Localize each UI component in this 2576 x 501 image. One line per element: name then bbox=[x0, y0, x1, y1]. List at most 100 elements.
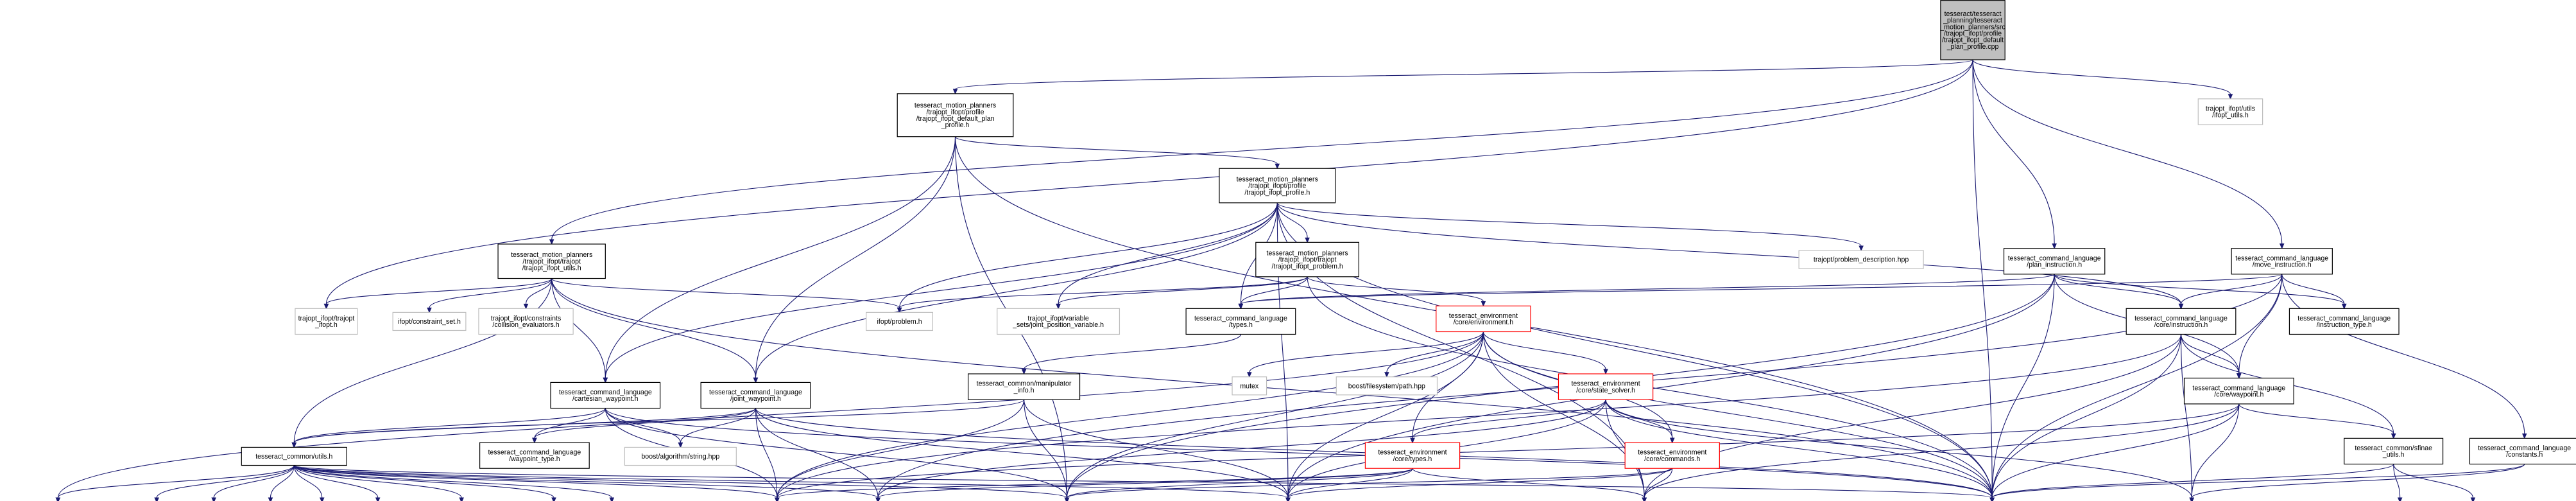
edge-line bbox=[2191, 403, 2240, 498]
dependency-edge bbox=[1021, 334, 1241, 375]
edge-line bbox=[1991, 464, 2525, 498]
node-box bbox=[1219, 168, 1336, 204]
dependency-edge bbox=[1064, 468, 1413, 501]
node-box bbox=[1364, 442, 1461, 469]
graph-node-root[interactable]: tesseract/tesseract_planning/tesseract_m… bbox=[1939, 0, 2005, 60]
dependency-edge bbox=[1384, 331, 1484, 378]
graph-node-core-instruction-h[interactable]: tesseract_command_language/core/instruct… bbox=[2125, 308, 2237, 335]
node-label-line: /plan_instruction.h bbox=[2027, 261, 2082, 268]
edge-line bbox=[877, 468, 1413, 498]
graph-node-utils-h[interactable]: tesseract_common/utils.h bbox=[241, 446, 347, 466]
graph-node-move-instruction-h[interactable]: tesseract_command_language/move_instruct… bbox=[2231, 248, 2333, 275]
edge-arrowhead bbox=[55, 497, 61, 501]
node-box bbox=[392, 312, 467, 331]
graph-node-profile-h[interactable]: tesseract_motion_planners/trajopt_ifopt/… bbox=[1219, 168, 1336, 204]
edge-line bbox=[899, 276, 1308, 308]
edge-line bbox=[534, 408, 756, 439]
node-box bbox=[700, 382, 811, 409]
edge-line bbox=[2180, 334, 2240, 374]
graph-node-trajopt-problem-h[interactable]: tesseract_motion_planners/trajopt_ifopt/… bbox=[1255, 242, 1359, 277]
graph-node-trajopt-ifopt-utils-h[interactable]: tesseract_motion_planners/trajopt_ifopt/… bbox=[497, 243, 606, 279]
graph-node-core-types-h[interactable]: tesseract_environment/core/types.h bbox=[1364, 442, 1461, 469]
dependency-edge bbox=[1989, 274, 2055, 501]
edge-line bbox=[1972, 59, 2055, 244]
dependency-edge bbox=[551, 278, 759, 383]
dependency-edge bbox=[1989, 403, 2240, 501]
graph-node-core-waypoint-h[interactable]: tesseract_command_language/core/waypoint… bbox=[2183, 378, 2294, 405]
node-label-line: tesseract_command_language bbox=[709, 389, 802, 396]
graph-node-types-h[interactable]: tesseract_command_language/types.h bbox=[1185, 308, 1296, 335]
edge-line bbox=[2180, 334, 2192, 498]
graph-node-ifopt-problem-ext[interactable]: ifopt/problem.h bbox=[866, 312, 934, 331]
node-box bbox=[1624, 442, 1720, 469]
edge-arrowhead bbox=[2178, 303, 2184, 310]
edge-arrowhead bbox=[523, 303, 529, 310]
edge-arrowhead bbox=[268, 497, 273, 501]
node-label-line: /core/waypoint.h bbox=[2214, 391, 2263, 398]
graph-node-constraint-set-ext[interactable]: ifopt/constraint_set.h bbox=[392, 312, 467, 331]
edge-line bbox=[1066, 331, 1484, 498]
edge-line bbox=[213, 465, 295, 498]
graph-node-instruction-type-h[interactable]: tesseract_command_language/instruction_t… bbox=[2288, 308, 2400, 335]
graph-node-boost-path-ext[interactable]: boost/filesystem/path.hpp bbox=[1335, 376, 1438, 396]
graph-node-joint-position-variable-ext[interactable]: trajopt_ifopt/variable_sets/joint_positi… bbox=[997, 308, 1121, 335]
dependency-edge bbox=[1482, 331, 1608, 375]
dependency-edge bbox=[875, 468, 1413, 501]
graph-node-ifopt-utils-ext[interactable]: trajopt_ifopt/utils/ifopt_utils.h bbox=[2197, 98, 2263, 125]
edge-line bbox=[1482, 331, 1606, 370]
node-label-line: /trajopt_ifopt/profile bbox=[926, 109, 984, 116]
node-box bbox=[2183, 378, 2294, 405]
edge-line bbox=[2054, 274, 2345, 304]
dependency-edge bbox=[293, 465, 381, 501]
graph-node-sfinae-utils-h[interactable]: tesseract_common/sfinae_utils.h bbox=[2344, 437, 2444, 465]
edge-line bbox=[2281, 274, 2525, 434]
graph-node-problem-description-ext[interactable]: trajopt/problem_description.hpp bbox=[1798, 250, 1924, 269]
edge-line bbox=[293, 465, 379, 498]
node-label-line: /core/commands.h bbox=[1644, 455, 1700, 463]
graph-node-waypoint-type-h[interactable]: tesseract_command_language/waypoint_type… bbox=[479, 442, 590, 469]
dependency-edge bbox=[1410, 399, 1606, 444]
node-label-line: _plan_profile.cpp bbox=[1946, 43, 1999, 51]
graph-node-cartesian-waypoint-h[interactable]: tesseract_command_language/cartesian_way… bbox=[550, 382, 661, 409]
node-label-line: /waypoint_type.h bbox=[509, 455, 560, 463]
edge-arrowhead bbox=[2189, 497, 2195, 501]
graph-node-trajopt-ifopt-h-ext[interactable]: trajopt_ifopt/trajopt_ifopt.h bbox=[295, 308, 358, 335]
edge-line bbox=[325, 278, 553, 304]
graph-node-mutex-ext[interactable]: mutex bbox=[1232, 376, 1267, 396]
node-label-line: tesseract_common/manipulator bbox=[977, 380, 1072, 388]
edge-arrowhead bbox=[1989, 497, 1995, 501]
dependency-edge bbox=[293, 465, 325, 501]
dependency-edge bbox=[1276, 202, 1864, 252]
edge-arrowhead bbox=[1238, 303, 1244, 310]
graph-node-default-plan-profile-h[interactable]: tesseract_motion_planners/trajopt_ifopt/… bbox=[897, 93, 1014, 137]
graph-node-plan-instruction-h[interactable]: tesseract_command_language/plan_instruct… bbox=[2003, 248, 2106, 275]
edge-line bbox=[2191, 464, 2525, 498]
dependency-edge bbox=[551, 278, 902, 313]
graph-node-core-commands-h[interactable]: tesseract_environment/core/commands.h bbox=[1624, 442, 1720, 469]
graph-node-constants-h[interactable]: tesseract_command_language/constants.h bbox=[2469, 437, 2576, 465]
dependency-edge bbox=[523, 278, 553, 310]
edge-line bbox=[1249, 331, 1484, 373]
dependency-edge bbox=[1285, 468, 1673, 501]
node-label-line: /core/environment.h bbox=[1454, 319, 1514, 326]
graph-node-environment-h[interactable]: tesseract_environment/core/environment.h bbox=[1436, 305, 1531, 333]
graph-node-state-solver-h[interactable]: tesseract_environment/core/state_solver.… bbox=[1558, 373, 1654, 400]
node-box bbox=[1232, 376, 1267, 396]
edge-line bbox=[1991, 403, 2240, 498]
dependency-edge bbox=[2281, 274, 2347, 310]
edge-arrowhead bbox=[2391, 433, 2396, 439]
dependency-edge bbox=[532, 408, 756, 444]
node-label-line: tesseract_environment bbox=[1638, 449, 1706, 457]
dependency-edge bbox=[2178, 274, 2283, 310]
graph-node-joint-waypoint-h[interactable]: tesseract_command_language/joint_waypoin… bbox=[700, 382, 811, 409]
edge-arrowhead bbox=[609, 497, 615, 501]
node-label-line: /joint_waypoint.h bbox=[730, 395, 781, 403]
graph-node-collision-evaluators-ext[interactable]: trajopt_ifopt/constraints/collision_eval… bbox=[478, 308, 574, 335]
edge-arrowhead bbox=[1481, 301, 1486, 307]
graph-node-boost-string-ext[interactable]: boost/algorithm/string.hpp bbox=[624, 446, 737, 466]
node-label-line: _info.h bbox=[1013, 387, 1035, 394]
node-label-line: /trajopt_ifopt/trajopt bbox=[1278, 256, 1337, 264]
edge-line bbox=[1972, 59, 1993, 498]
edge-arrowhead bbox=[2521, 433, 2527, 439]
graph-node-manipulator-info-h[interactable]: tesseract_common/manipulator_info.h bbox=[967, 373, 1081, 400]
